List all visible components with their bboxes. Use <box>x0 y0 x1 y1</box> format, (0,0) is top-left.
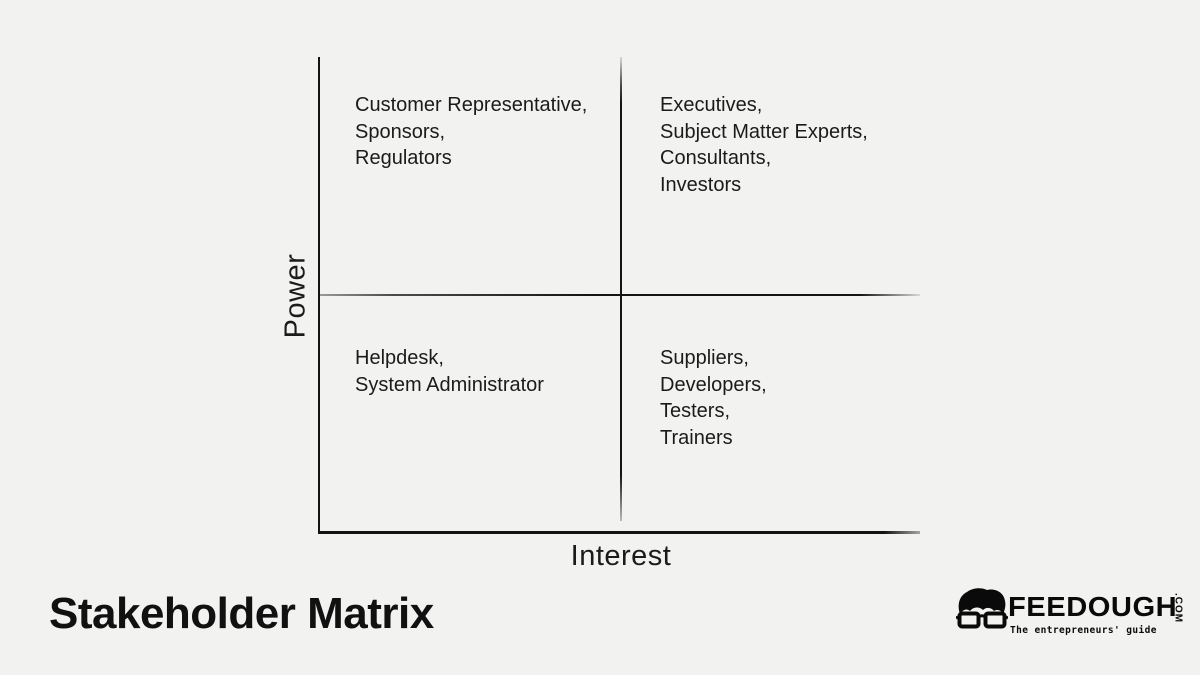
stakeholder-line: Investors <box>660 173 742 196</box>
quadrant-low-power-low-interest: Helpdesk, System Administrator <box>355 345 544 398</box>
y-axis-line <box>318 57 320 534</box>
stakeholder-line: Suppliers, <box>660 347 749 369</box>
logo-brand-text: FEEDOUGH <box>1008 591 1178 622</box>
quadrant-high-power-low-interest: Customer Representative, Sponsors, Regul… <box>355 92 587 172</box>
stakeholder-line: Subject Matter Experts, <box>660 120 868 143</box>
x-axis-line <box>318 531 920 534</box>
quadrant-high-power-high-interest: Executives, Subject Matter Experts, Cons… <box>660 92 868 198</box>
logo-tagline: The entrepreneurs' guide <box>1010 625 1157 636</box>
stakeholder-line: Testers, <box>660 400 731 422</box>
stakeholder-line: Regulators <box>355 147 452 169</box>
feedough-logo: FEEDOUGH .COM The entrepreneurs' guide <box>956 585 1184 643</box>
stakeholder-line: Sponsors, <box>355 120 446 143</box>
stakeholder-line: Trainers <box>660 426 733 449</box>
stakeholder-line: Customer Representative, <box>355 94 588 116</box>
stakeholder-line: Executives, <box>660 94 763 116</box>
stakeholder-line: Helpdesk, <box>355 347 444 369</box>
page-title: Stakeholder Matrix <box>49 589 434 638</box>
stakeholder-line: System Administrator <box>355 373 544 396</box>
stakeholder-line: Consultants, <box>660 147 772 169</box>
face-with-glasses-icon <box>956 588 1008 629</box>
x-axis-label: Interest <box>570 540 672 572</box>
horizontal-divider-line <box>320 294 920 296</box>
quadrant-low-power-high-interest: Suppliers, Developers, Testers, Trainers <box>660 345 767 451</box>
y-axis-label: Power <box>279 253 312 339</box>
vertical-divider-line <box>620 57 622 521</box>
logo-brand-row: FEEDOUGH .COM <box>1008 591 1184 623</box>
stakeholder-line: Developers, <box>660 373 767 396</box>
logo-tld-text: .COM <box>1172 593 1184 624</box>
